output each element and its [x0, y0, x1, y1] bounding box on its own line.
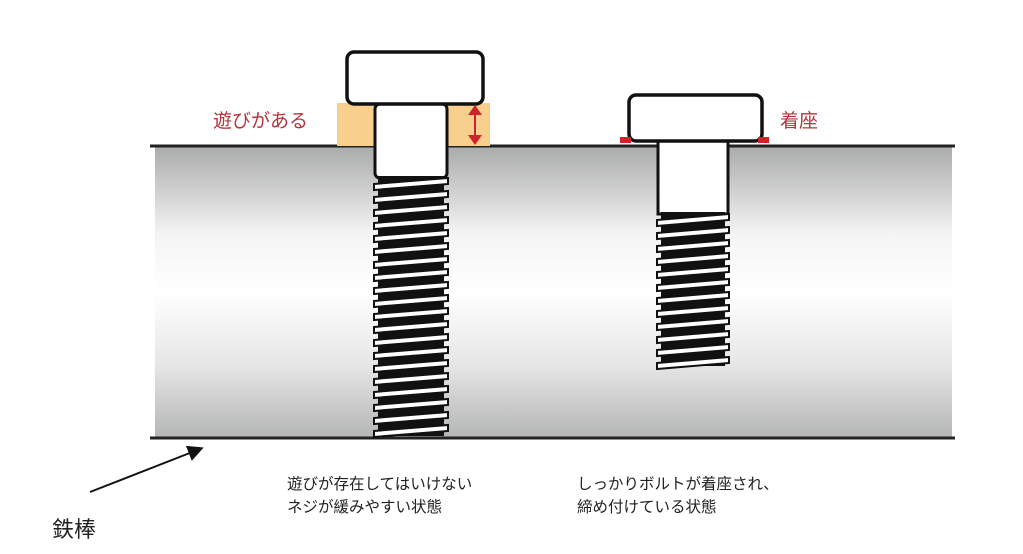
thread-ridge [656, 316, 730, 332]
thread-ridge [373, 280, 449, 296]
seat-mark-left [620, 137, 631, 143]
thread-ridge [656, 303, 730, 319]
label-play: 遊びがある [213, 110, 309, 132]
thread-ridge [656, 277, 730, 293]
thread-ridge [373, 423, 449, 439]
thread-ridge [373, 358, 449, 374]
bolt-head [627, 93, 764, 143]
thread-ridge [373, 254, 449, 270]
seat-mark-right [758, 137, 769, 143]
thread-ridge [656, 251, 730, 267]
thread-ridge [656, 212, 730, 228]
thread-left [373, 176, 449, 439]
thread-ridge [656, 264, 730, 280]
thread-ridge [656, 225, 730, 241]
thread-ridge [373, 384, 449, 400]
caption-line: 遊びが存在してはいけない [287, 475, 473, 493]
caption-right: しっかりボルトが着座され、 締め付けている状態 [577, 473, 779, 519]
gap-arrow-icon [468, 105, 482, 145]
thread-ridge [373, 332, 449, 348]
iron-bar [150, 144, 955, 440]
pointer-arrow-icon [89, 445, 204, 493]
thread-ridge [373, 319, 449, 335]
thread-ridge [373, 345, 449, 361]
thread-ridge [373, 228, 449, 244]
bolt-head [345, 50, 485, 106]
thread-ridge [656, 238, 730, 254]
caption-line: しっかりボルトが着座され、 [577, 475, 779, 493]
thread-ridge [656, 342, 730, 358]
bolt-seated [620, 93, 769, 371]
thread-ridge [373, 202, 449, 218]
thread-ridge [373, 293, 449, 309]
caption-left: 遊びが存在してはいけない ネジが緩みやすい状態 [287, 473, 472, 519]
thread-ridge [656, 355, 730, 371]
thread-ridge [373, 241, 449, 257]
thread-ridge [373, 397, 449, 413]
thread-ridge [373, 410, 449, 426]
thread-ridge [373, 189, 449, 205]
thread-ridge [373, 371, 449, 387]
thread-right [656, 212, 730, 371]
label-seated: 着座 [780, 110, 819, 132]
thread-ridge [373, 267, 449, 283]
thread-ridge [373, 306, 449, 322]
bolt-loose [345, 50, 485, 439]
thread-ridge [656, 329, 730, 345]
thread-ridge [373, 176, 449, 192]
thread-ridge [373, 215, 449, 231]
label-iron-bar: 鉄棒 [52, 518, 97, 543]
thread-ridge [656, 290, 730, 306]
caption-line: ネジが緩みやすい状態 [287, 498, 443, 516]
caption-line: 締め付けている状態 [577, 498, 717, 516]
